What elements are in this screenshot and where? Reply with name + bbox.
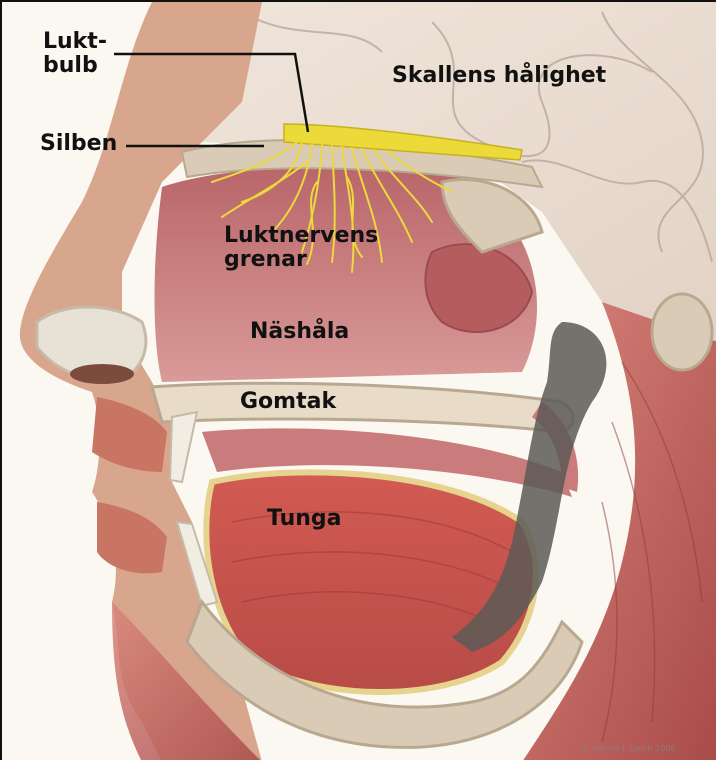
ear-canal-cartilage	[652, 294, 712, 370]
nostril	[70, 364, 134, 384]
illustration-credit: © Patrick J. Lynch 2006	[582, 744, 675, 753]
label-tongue: Tunga	[267, 507, 342, 531]
upper-incisor	[170, 412, 197, 482]
label-olfactory-bulb: Lukt-bulb	[43, 30, 107, 78]
label-nerve-line2: grenar	[224, 247, 307, 272]
label-ethmoid: Silben	[40, 132, 117, 156]
label-nasal-cavity: Näshåla	[250, 320, 349, 344]
label-olfactory-bulb-line1: Lukt-	[43, 29, 107, 54]
label-palate: Gomtak	[240, 390, 336, 414]
hard-palate	[152, 383, 573, 432]
label-cranial-cavity: Skallens hålighet	[392, 64, 606, 88]
label-olfactory-bulb-line2: bulb	[43, 53, 98, 78]
label-nerve-line1: Luktnervens	[224, 223, 378, 248]
